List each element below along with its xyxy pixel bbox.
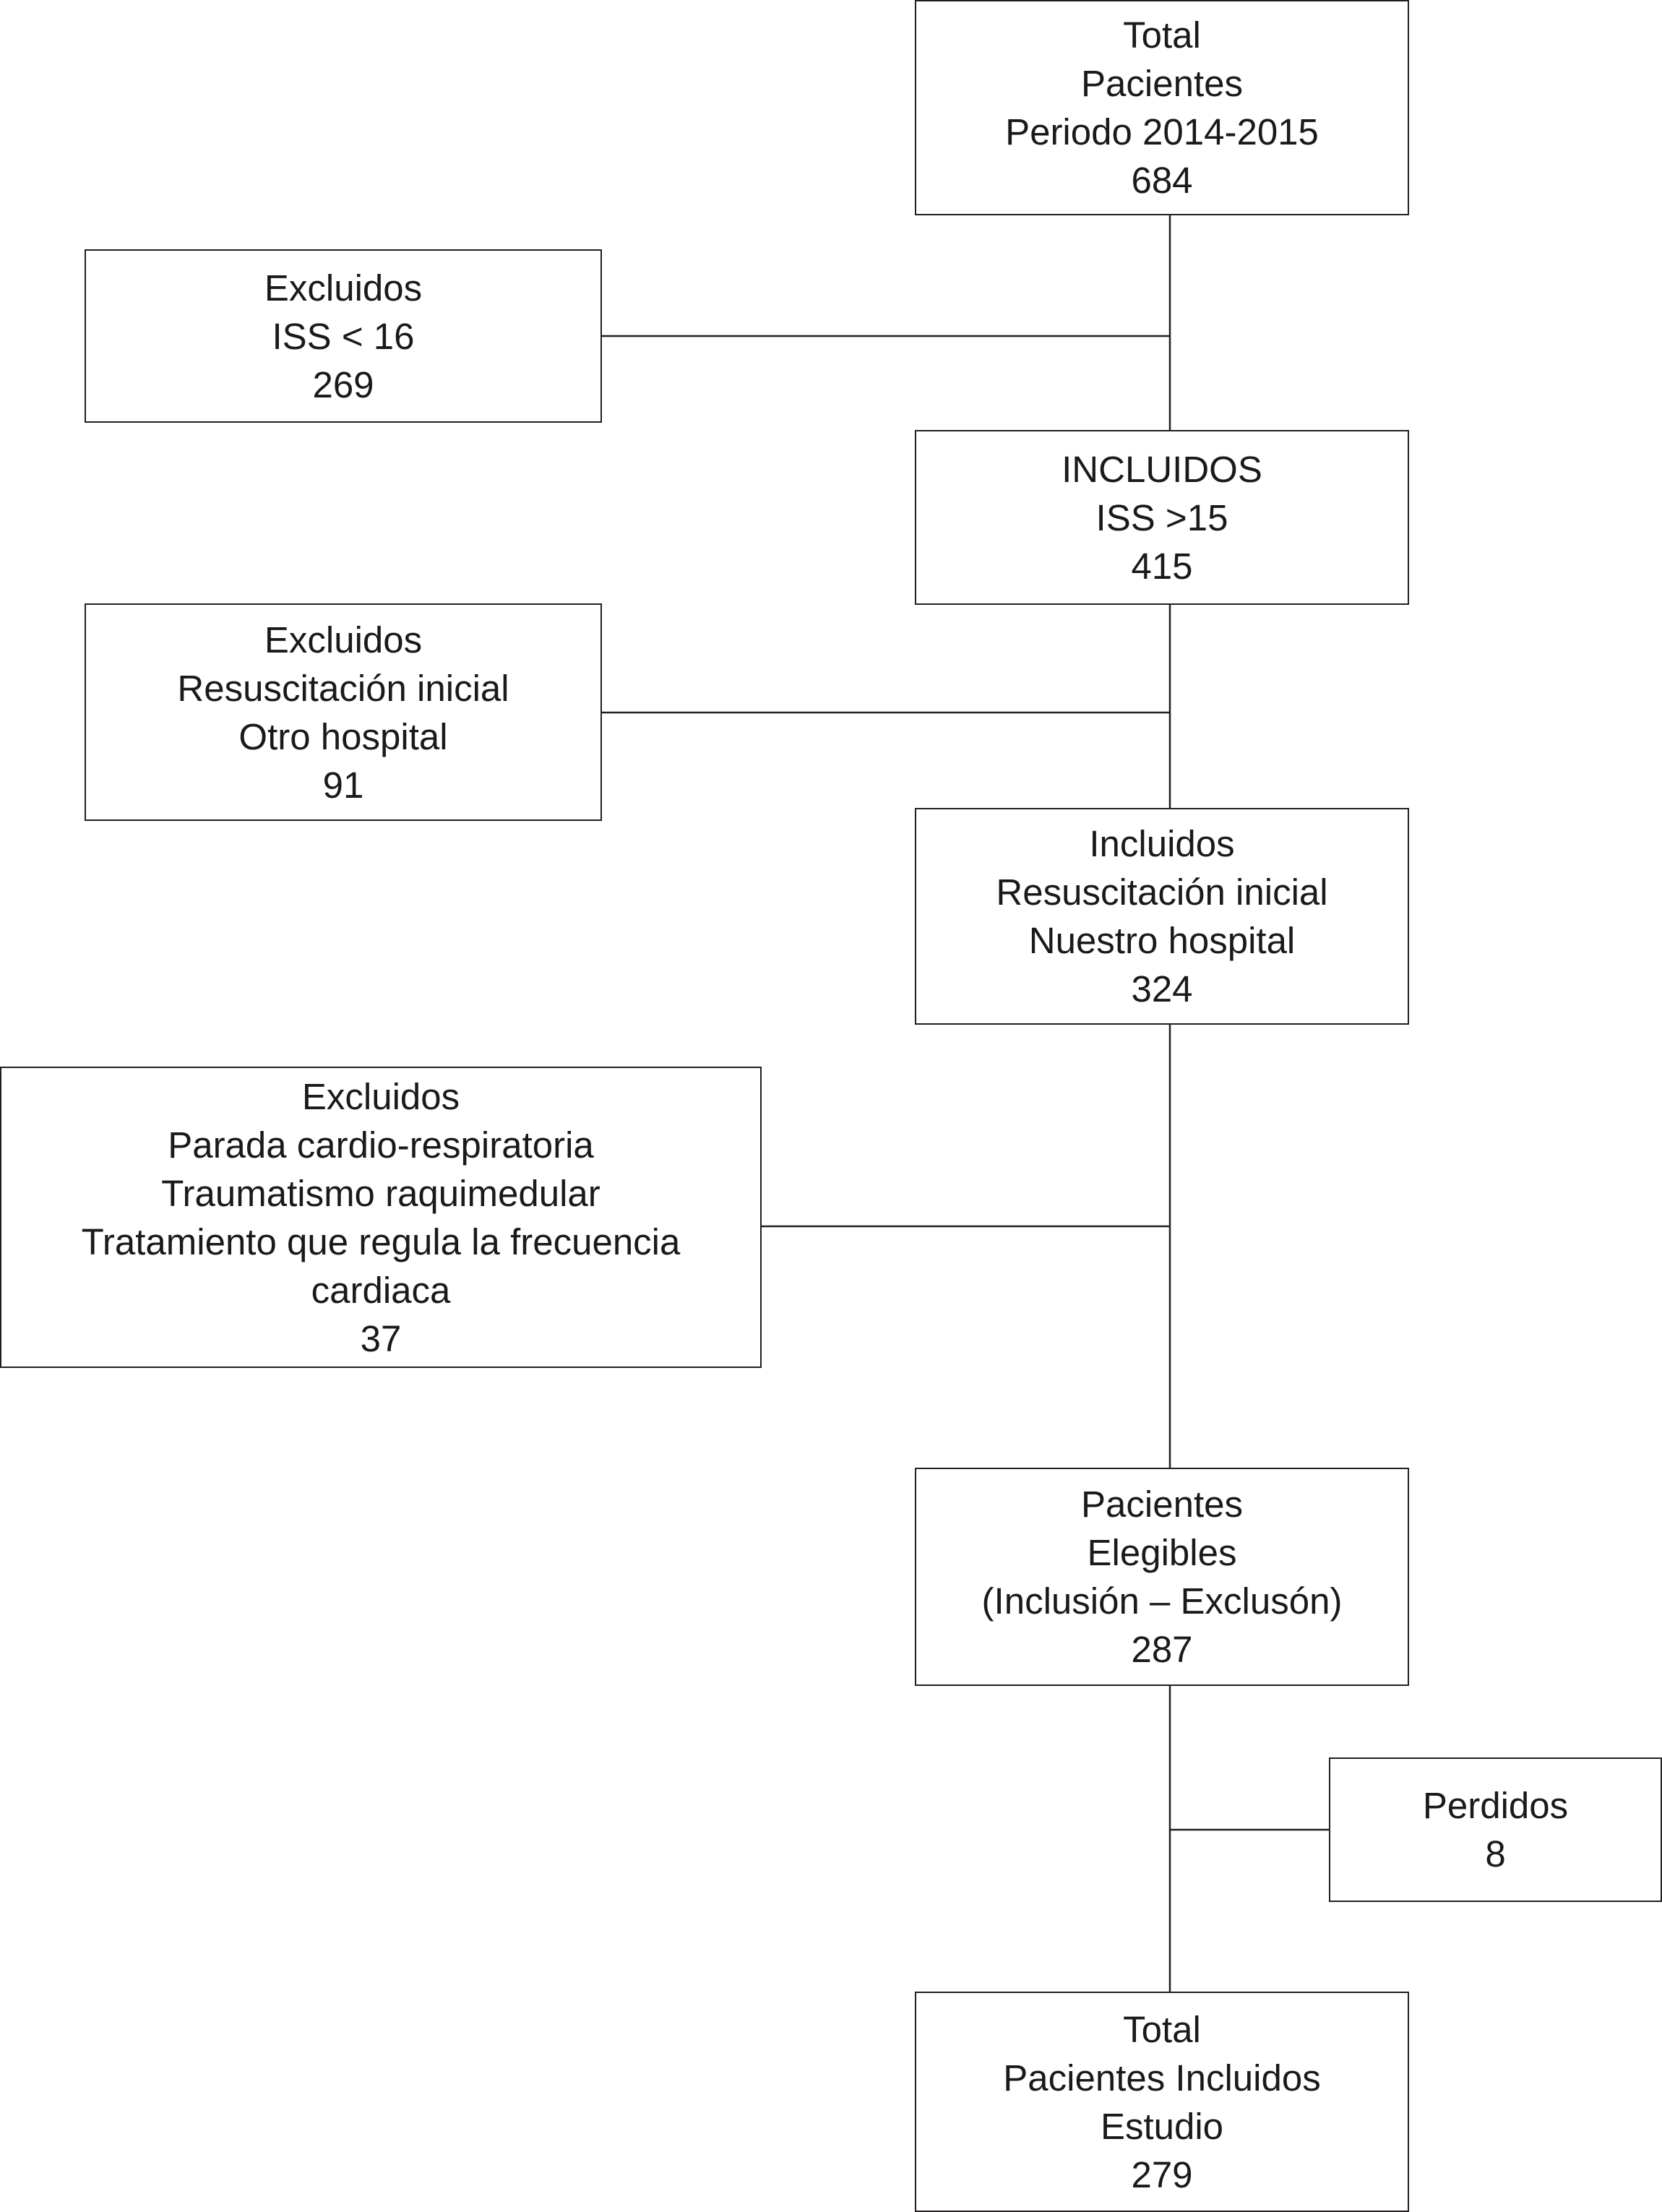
included-our-hospital-count: 324 [1131, 968, 1193, 1010]
final-study-patients-line-1: Total [1123, 2008, 1201, 2050]
included-our-hospital-line-1: Incluidos [1089, 823, 1235, 864]
included-iss-line-1: INCLUIDOS [1062, 448, 1262, 490]
eligible-patients-line-2: Elegibles [1087, 1532, 1237, 1573]
excluded-conditions-line-5: cardiaca [311, 1269, 451, 1311]
included-iss-count: 415 [1131, 545, 1193, 587]
excluded-conditions-line-2: Parada cardio-respiratoria [168, 1124, 594, 1166]
included-iss-line-2: ISS >15 [1095, 496, 1228, 538]
excluded-other-hospital-box: Excluidos Resuscitación inicial Otro hos… [85, 603, 602, 821]
excluded-iss-line-2: ISS < 16 [272, 315, 415, 357]
total-patients-line-3: Periodo 2014-2015 [1005, 111, 1319, 152]
eligible-patients-count: 287 [1131, 1629, 1193, 1670]
total-patients-line-2: Pacientes [1081, 63, 1243, 104]
excluded-iss-line-1: Excluidos [264, 267, 423, 309]
excluded-other-hospital-count: 91 [322, 764, 364, 806]
excluded-other-hospital-line-2: Resuscitación inicial [177, 667, 509, 709]
final-study-patients-count: 279 [1131, 2153, 1193, 2195]
total-patients-line-1: Total [1123, 14, 1201, 56]
total-patients-box: Total Pacientes Periodo 2014-2015 684 [915, 0, 1409, 215]
excluded-conditions-line-4: Tratamiento que regula la frecuencia [81, 1221, 681, 1262]
included-our-hospital-line-3: Nuestro hospital [1028, 920, 1296, 961]
final-study-patients-line-2: Pacientes Incluidos [1003, 2057, 1321, 2099]
final-study-patients-box: Total Pacientes Incluidos Estudio 279 [915, 1992, 1409, 2212]
excluded-iss-count: 269 [312, 363, 374, 405]
excluded-conditions-line-3: Traumatismo raquimedular [161, 1172, 600, 1214]
excluded-conditions-box: Excluidos Parada cardio-respiratoria Tra… [0, 1067, 762, 1368]
included-our-hospital-box: Incluidos Resuscitación inicial Nuestro … [915, 808, 1409, 1025]
included-our-hospital-line-2: Resuscitación inicial [996, 872, 1328, 913]
excluded-conditions-line-1: Excluidos [301, 1075, 460, 1117]
eligible-patients-line-1: Pacientes [1081, 1484, 1243, 1525]
excluded-iss-box: Excluidos ISS < 16 269 [85, 249, 602, 423]
lost-patients-count: 8 [1485, 1833, 1506, 1875]
included-iss-box: INCLUIDOS ISS >15 415 [915, 430, 1409, 605]
lost-patients-line-1: Perdidos [1422, 1785, 1569, 1826]
excluded-other-hospital-line-3: Otro hospital [238, 715, 448, 757]
lost-patients-box: Perdidos 8 [1329, 1757, 1662, 1902]
excluded-other-hospital-line-1: Excluidos [264, 619, 423, 660]
excluded-conditions-count: 37 [360, 1317, 402, 1359]
total-patients-count: 684 [1131, 160, 1193, 201]
final-study-patients-line-3: Estudio [1100, 2105, 1224, 2147]
eligible-patients-line-3: (Inclusión – Exclusón) [981, 1580, 1343, 1622]
eligible-patients-box: Pacientes Elegibles (Inclusión – Exclusó… [915, 1468, 1409, 1686]
